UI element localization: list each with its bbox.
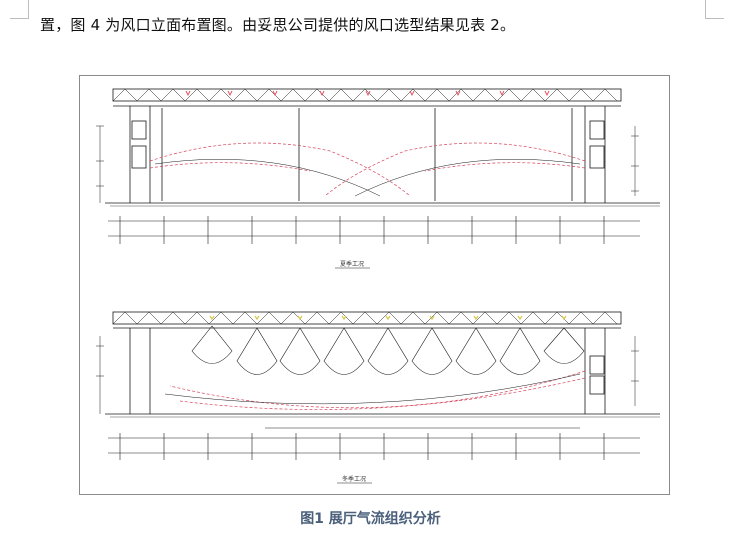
hall-section-drawing: 夏季工况 (96, 88, 660, 484)
bottom-jet-cones (191, 325, 585, 375)
bottom-axis-grid (108, 433, 640, 460)
bottom-view-label: 冬季工况 (342, 475, 366, 483)
top-roof-truss (112, 88, 622, 102)
bottom-section (96, 311, 660, 429)
bottom-roof-truss (112, 311, 622, 325)
top-section (96, 88, 660, 207)
top-roof-vents (185, 90, 550, 97)
top-airflow-lines (149, 142, 586, 197)
top-axis-grid (108, 216, 640, 244)
bottom-airflow-lines (169, 370, 586, 410)
page-corner-mark-right (705, 0, 724, 19)
figure-caption: 图1 展厅气流组织分析 (300, 511, 441, 527)
page-corner-mark-left (10, 0, 29, 19)
bottom-diffuser-marks (209, 315, 567, 321)
intro-paragraph: 置，图 4 为风口立面布置图。由妥思公司提供的风口选型结果见表 2。 (40, 16, 516, 34)
figure-frame: 夏季工况 (79, 75, 670, 495)
top-view-label: 夏季工况 (340, 260, 364, 268)
